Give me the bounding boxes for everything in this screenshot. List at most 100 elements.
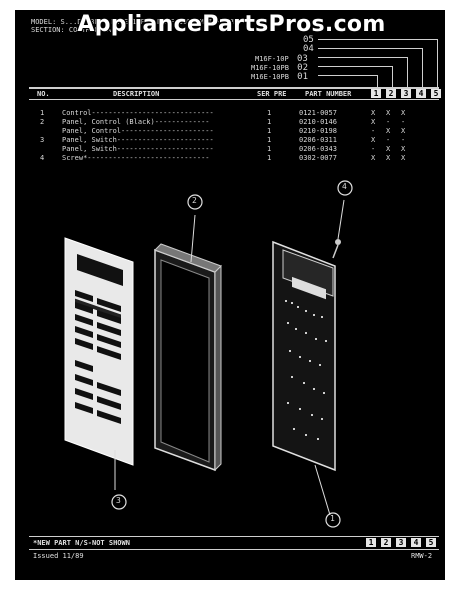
header-rule-bottom xyxy=(29,99,439,100)
model-code-04: 04 xyxy=(303,44,314,54)
leader-line xyxy=(392,66,393,87)
col-box-2: 2 xyxy=(386,89,396,98)
callout-label-2: 2 xyxy=(192,196,197,205)
row-col-1: - xyxy=(371,127,376,135)
footer-box-4: 4 xyxy=(411,538,421,547)
row-col-2: X xyxy=(386,154,391,162)
control-panel-drawing xyxy=(154,214,222,472)
leader-line xyxy=(377,75,378,87)
footer-legend: *NEW PART N/S-NOT SHOWN xyxy=(33,539,130,547)
model-line: MODEL: S...DW-BLD: M16E-10PB M16F-10P M1… xyxy=(31,18,238,26)
footer-rule-bottom xyxy=(29,549,439,550)
model-code: 03 xyxy=(296,54,308,64)
footer-box-3: 3 xyxy=(396,538,406,547)
model-name: M16F-10PB xyxy=(251,64,289,72)
row-col-1: X xyxy=(371,136,376,144)
col-box-5: 5 xyxy=(431,89,441,98)
section-line: SECTION: CONTROL PANEL xyxy=(31,26,124,34)
leader-line xyxy=(318,66,393,67)
model-m16f-10p: M16F-10P 03 xyxy=(255,54,308,64)
table-row: 1 Control----------------------------- 1… xyxy=(15,109,445,117)
row-part-number: 0121-0057 xyxy=(299,109,337,117)
footer-box-5: 5 xyxy=(426,538,436,547)
parts-sheet: MODEL: S...DW-BLD: M16E-10PB M16F-10P M1… xyxy=(15,10,445,580)
row-col-2: - xyxy=(386,136,391,144)
col-part-number: PART NUMBER xyxy=(305,90,352,98)
row-description: Control----------------------------- xyxy=(62,109,214,117)
footer-rule xyxy=(29,536,439,537)
page-code: RMW-2 xyxy=(411,552,433,560)
col-ser-pre: SER PRE xyxy=(257,90,287,98)
row-qty: 1 xyxy=(267,109,272,117)
row-col-3: X xyxy=(401,154,406,162)
footer-box-1: 1 xyxy=(366,538,376,547)
table-row: 3 Panel, Switch----------------------- 1… xyxy=(15,136,445,144)
exploded-diagram xyxy=(64,180,353,528)
row-description: Panel, Switch----------------------- xyxy=(62,145,214,153)
row-col-3: X xyxy=(401,145,406,153)
row-col-3: X xyxy=(401,127,406,135)
row-col-3: X xyxy=(401,109,406,117)
row-description: Panel, Control (Black)------------- xyxy=(62,118,210,126)
callout-1 xyxy=(325,512,341,528)
row-col-1: X xyxy=(371,109,376,117)
callout-3 xyxy=(111,494,127,510)
col-description: DESCRIPTION xyxy=(113,90,160,98)
row-description: Panel, Switch----------------------- xyxy=(62,136,214,144)
leader-line xyxy=(318,39,438,40)
model-code: 02 xyxy=(297,63,308,73)
leader-line xyxy=(318,57,408,58)
row-qty: 1 xyxy=(267,154,272,162)
row-description: Panel, Control---------------------- xyxy=(62,127,214,135)
row-no: 1 xyxy=(40,109,45,117)
model-code-05: 05 xyxy=(303,35,314,45)
col-box-3: 3 xyxy=(401,89,411,98)
model-name: M16F-10P xyxy=(255,55,289,63)
row-col-3: - xyxy=(401,118,406,126)
switch-panel-drawing xyxy=(64,237,134,490)
row-col-2: X xyxy=(386,109,391,117)
row-part-number: 0302-0077 xyxy=(299,154,337,162)
leader-line xyxy=(422,48,423,87)
leader-line xyxy=(407,57,408,87)
row-part-number: 0210-0146 xyxy=(299,118,337,126)
row-qty: 1 xyxy=(267,145,272,153)
footer-box-2: 2 xyxy=(381,538,391,547)
row-col-3: - xyxy=(401,136,406,144)
leader-line xyxy=(318,48,423,49)
model-name: M16E-10PB xyxy=(251,73,289,81)
header-rule xyxy=(29,87,439,89)
row-part-number: 0206-0343 xyxy=(299,145,337,153)
row-part-number: 0206-0311 xyxy=(299,136,337,144)
table-row: 2 Panel, Control (Black)------------- 1 … xyxy=(15,118,445,126)
row-no: 2 xyxy=(40,118,45,126)
callout-2 xyxy=(187,194,203,210)
row-qty: 1 xyxy=(267,118,272,126)
row-qty: 1 xyxy=(267,136,272,144)
watermark: AppliancePartsPros.com xyxy=(77,12,386,37)
leader-line xyxy=(437,39,438,87)
table-row: Panel, Switch----------------------- 1 0… xyxy=(15,145,445,153)
col-box-1: 1 xyxy=(371,89,381,98)
row-no: 3 xyxy=(40,136,45,144)
row-no: 4 xyxy=(40,154,45,162)
issued-date: Issued 11/89 xyxy=(33,552,84,560)
callout-label-4: 4 xyxy=(342,182,347,191)
col-box-4: 4 xyxy=(416,89,426,98)
row-description: Screw*----------------------------- xyxy=(62,154,210,162)
row-col-1: X xyxy=(371,118,376,126)
row-col-1: X xyxy=(371,154,376,162)
row-col-1: - xyxy=(371,145,376,153)
table-row: Panel, Control---------------------- 1 0… xyxy=(15,127,445,135)
row-qty: 1 xyxy=(267,127,272,135)
row-col-2: - xyxy=(386,118,391,126)
callout-label-3: 3 xyxy=(116,496,121,505)
leader-line xyxy=(318,75,378,76)
control-board-drawing xyxy=(272,199,345,516)
row-col-2: X xyxy=(386,127,391,135)
model-code: 01 xyxy=(297,72,308,82)
callout-label-1: 1 xyxy=(330,514,335,523)
row-part-number: 0210-0198 xyxy=(299,127,337,135)
col-no: NO. xyxy=(37,90,50,98)
table-row: 4 Screw*----------------------------- 1 … xyxy=(15,154,445,162)
